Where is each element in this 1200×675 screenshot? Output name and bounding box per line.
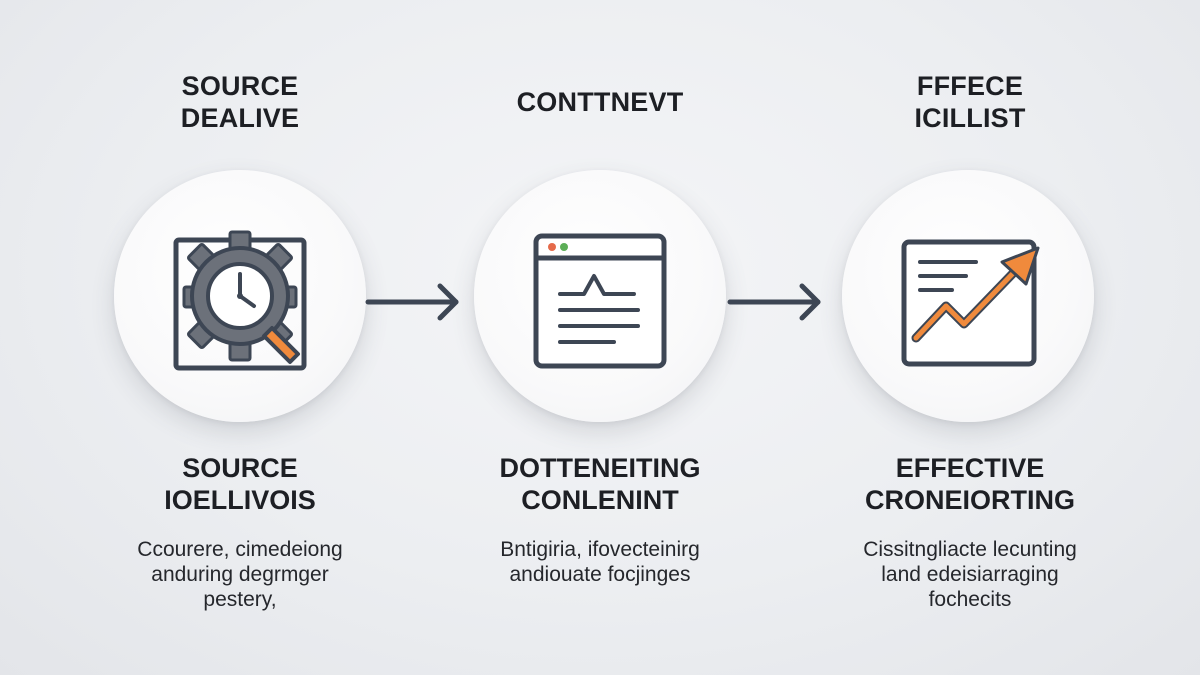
step-1-top-title-line-1: SOURCE xyxy=(181,71,299,101)
step-1-description-line-3: pestery, xyxy=(203,588,277,611)
step-1-circle xyxy=(114,170,366,422)
step-1-description-line-1: Ccourere, cimedeiong xyxy=(137,538,343,561)
step-2-circle xyxy=(474,170,726,422)
step-1-bottom-title-line-2: IOELLIVOIS xyxy=(164,485,316,515)
step-1-bottom-title-line-1: SOURCE xyxy=(182,453,298,483)
step-2-bottom-title: DOTTENEITING CONLENINT xyxy=(450,452,750,516)
step-3-description: Cissitngliacte lecunting land edeisiarra… xyxy=(820,537,1120,612)
step-3-top-title-line-2: ICILLIST xyxy=(914,103,1026,133)
step-2-bottom-title-line-2: CONLENINT xyxy=(521,485,679,515)
step-3-circle xyxy=(842,170,1094,422)
step-2-description-line-2: andiouate focjinges xyxy=(509,563,691,586)
step-1-top-title: SOURCE DEALIVE xyxy=(110,70,370,134)
arrow-1-icon xyxy=(365,283,459,321)
step-3-bottom-title: EFFECTIVE CRONEIORTING xyxy=(820,452,1120,516)
step-2-description-line-1: Bntigiria, ifovecteinirg xyxy=(500,538,700,561)
step-3-top-title-line-1: FFFECE xyxy=(916,71,1024,101)
step-3-description-line-2: land edeisiarraging xyxy=(881,563,1059,586)
step-1-description: Ccourere, cimedeiong anduring degrmger p… xyxy=(90,537,390,612)
step-3-top-title: FFFECE ICILLIST xyxy=(840,70,1100,134)
step-2-top-title-line-1: CONTTNEVT xyxy=(516,87,684,117)
gear-clock-magnifier-icon xyxy=(173,230,307,371)
step-2-bottom-title-line-1: DOTTENEITING xyxy=(499,453,701,483)
step-1-top-title-line-2: DEALIVE xyxy=(180,103,300,133)
step-3-bottom-title-line-2: CRONEIORTING xyxy=(864,485,1075,515)
step-1-description-line-2: anduring degrmger xyxy=(151,563,329,586)
arrow-2-icon xyxy=(727,283,821,321)
step-3-description-line-1: Cissitngliacte lecunting xyxy=(863,538,1077,561)
trend-chart-icon xyxy=(901,239,1040,367)
browser-document-icon xyxy=(533,233,667,369)
step-1-bottom-title: SOURCE IOELLIVOIS xyxy=(90,452,390,516)
step-2-top-title: CONTTNEVT xyxy=(470,70,730,118)
step-3-bottom-title-line-1: EFFECTIVE xyxy=(895,453,1045,483)
step-3-description-line-3: fochecits xyxy=(928,588,1012,611)
step-2-description: Bntigiria, ifovecteinirg andiouate focji… xyxy=(450,537,750,587)
